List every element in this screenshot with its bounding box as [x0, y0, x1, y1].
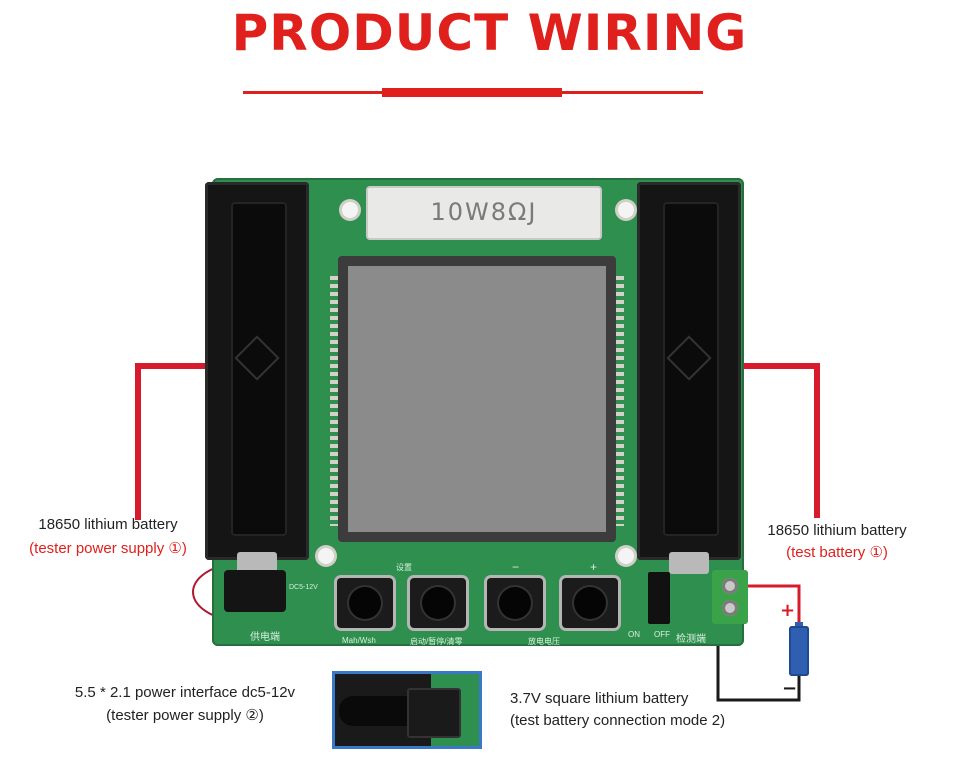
- button-plus[interactable]: [562, 578, 618, 628]
- button-mah[interactable]: [337, 578, 393, 628]
- mounting-hole: [318, 548, 334, 564]
- plus-sign: +: [780, 600, 796, 621]
- silk-on: ON: [628, 630, 640, 639]
- closeup-jack: [407, 688, 461, 738]
- silk-detect: 检测端: [676, 634, 706, 645]
- button-minus[interactable]: [487, 578, 543, 628]
- button-3-silk: −: [512, 560, 520, 574]
- battery-spring: [669, 552, 709, 574]
- left-red-wire: [135, 363, 214, 520]
- mounting-hole: [618, 548, 634, 564]
- title-underline-accent: [382, 88, 562, 97]
- square-battery-note: (test battery connection mode 2): [510, 712, 726, 729]
- right-red-wire: [742, 363, 820, 518]
- button-cap[interactable]: [349, 587, 381, 619]
- plus-red-wire: [738, 584, 801, 626]
- power-jack-closeup: [332, 671, 482, 749]
- right-battery-holder: [637, 182, 741, 574]
- power-switch[interactable]: [648, 572, 670, 624]
- silk-mah: Mah/Wsh: [342, 636, 376, 645]
- screw-terminal[interactable]: [712, 570, 748, 624]
- right-battery-title: 18650 lithium battery: [767, 522, 907, 539]
- button-cap[interactable]: [499, 587, 531, 619]
- battery-terminal-cap: [795, 622, 803, 627]
- silk-auto: 启动/暂停/清零: [410, 637, 463, 646]
- battery-slot: [231, 202, 287, 536]
- right-battery-note: (test battery ①): [786, 544, 888, 561]
- power-interface-note: (tester power supply ②): [106, 707, 264, 724]
- button-1-silk: 设置: [396, 563, 412, 572]
- battery-spring: [237, 552, 277, 574]
- button-cap[interactable]: [574, 587, 606, 619]
- page-title: PRODUCT WIRING: [231, 4, 748, 62]
- silk-discharge: 放电电压: [528, 637, 560, 646]
- button-4-silk: +: [590, 560, 598, 574]
- left-battery-title: 18650 lithium battery: [38, 516, 178, 533]
- terminal-screw: [722, 578, 738, 594]
- button-set[interactable]: [410, 578, 466, 628]
- resistor-marking: 10W8ΩJ: [430, 198, 538, 226]
- left-battery-note: (tester power supply ①): [29, 540, 187, 557]
- square-lithium-battery: [789, 626, 809, 676]
- lcd-screen: [348, 266, 606, 532]
- battery-slot: [663, 202, 719, 536]
- button-cap[interactable]: [422, 587, 454, 619]
- square-battery-title: 3.7V square lithium battery: [510, 690, 689, 707]
- power-resistor: 10W8ΩJ: [366, 186, 602, 240]
- mounting-hole: [618, 202, 634, 218]
- closeup-barrel-plug: [339, 696, 419, 726]
- silk-jack: DC5-12V: [289, 584, 318, 591]
- mounting-hole: [342, 202, 358, 218]
- power-interface-title: 5.5 * 2.1 power interface dc5-12v: [74, 684, 296, 701]
- minus-sign: −: [782, 678, 798, 699]
- silk-power-side: 供电端: [250, 632, 280, 643]
- silk-off: OFF: [654, 630, 670, 639]
- terminal-screw: [722, 600, 738, 616]
- power-jack[interactable]: [224, 570, 286, 612]
- left-battery-holder: [205, 182, 309, 574]
